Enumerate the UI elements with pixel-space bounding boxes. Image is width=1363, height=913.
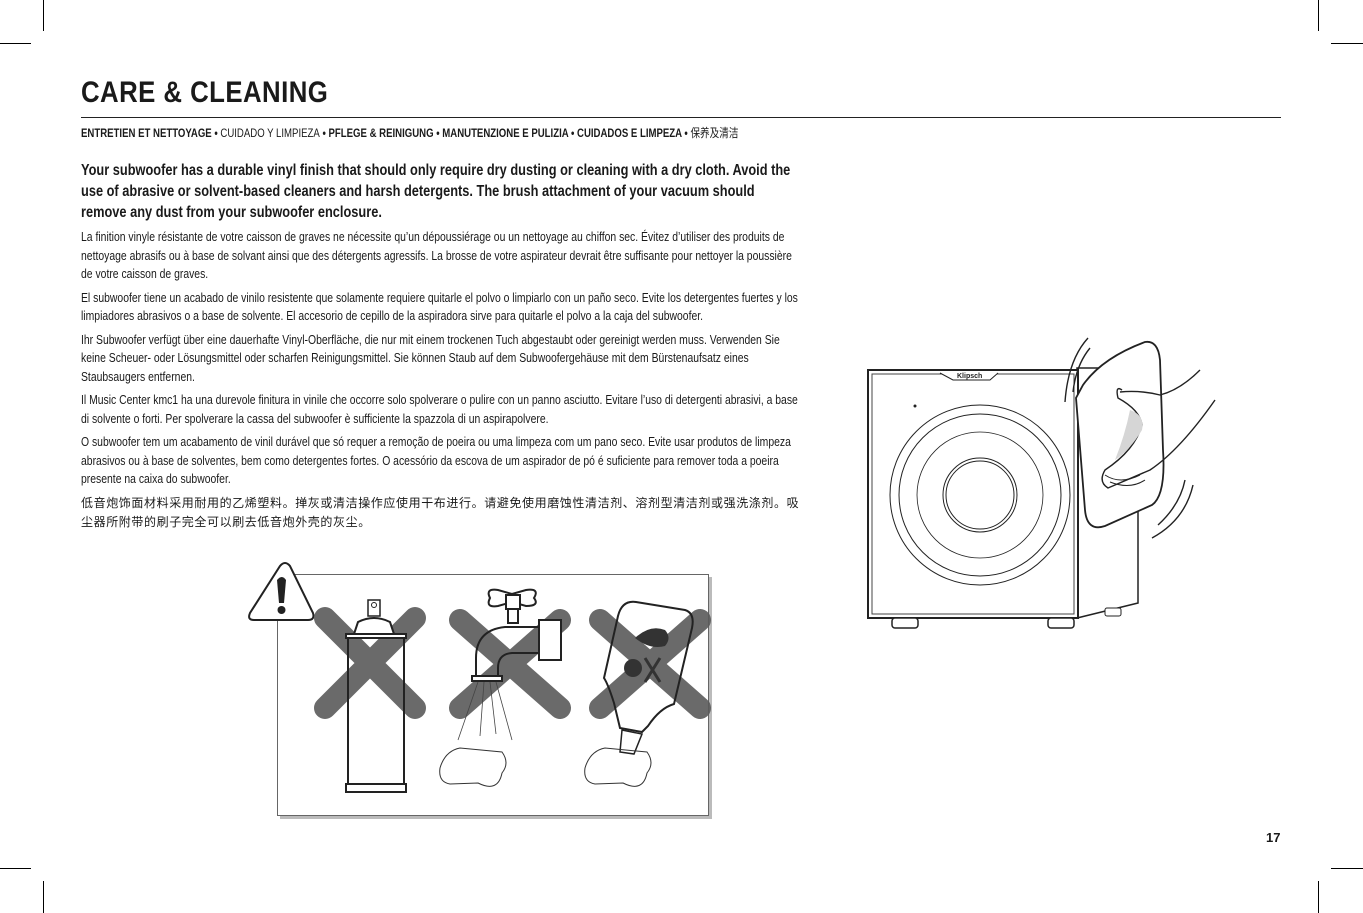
page-title: CARE & CLEANING <box>81 76 329 109</box>
subtitle-zh: 保养及清洁 <box>690 126 739 140</box>
crop-mark <box>43 881 44 913</box>
crop-mark <box>1331 43 1363 44</box>
paragraph-it: Il Music Center kmc1 ha una durevole fin… <box>81 392 798 426</box>
bullet: • <box>211 126 221 140</box>
bullet: • <box>568 126 578 140</box>
paragraph-es: El subwoofer tiene un acabado de vinilo … <box>81 289 798 324</box>
paragraph-fr: La finition vinyle résistante de votre c… <box>81 229 792 281</box>
subtitle-fr: ENTRETIEN ET NETTOYAGE <box>81 126 212 140</box>
spray-can-crossed-icon <box>314 599 426 793</box>
title-rule <box>81 117 1281 118</box>
bullet: • <box>319 126 329 140</box>
crop-mark <box>1318 0 1319 31</box>
warning-triangle-icon <box>248 562 315 621</box>
subtitle-de: PFLEGE & REINIGUNG <box>328 126 434 140</box>
paragraph-pt: O subwoofer tem um acabamento de vinil d… <box>81 434 791 486</box>
warning-illustration <box>248 562 711 793</box>
chemical-bottle-crossed-icon <box>584 600 711 787</box>
crop-mark <box>1318 881 1319 913</box>
body-text: Your subwoofer has a durable vinyl finis… <box>81 160 801 537</box>
crop-mark <box>43 0 44 31</box>
paragraph-zh: 低音炮饰面材料采用耐用的乙烯塑料。掸灰或清洁操作应使用干布进行。请避免使用磨蚀性… <box>81 495 800 529</box>
crop-mark <box>1331 868 1363 869</box>
page-number: 17 <box>1266 830 1281 845</box>
brand-label: Klipsch <box>957 373 982 380</box>
crop-mark <box>0 43 31 44</box>
subtitle-translations: ENTRETIEN ET NETTOYAGE • CUIDADO Y LIMPI… <box>81 124 738 141</box>
crop-mark <box>0 868 31 869</box>
subtitle-it: MANUTENZIONE E PULIZIA <box>442 126 569 140</box>
subtitle-es: CUIDADO Y LIMPIEZA <box>220 126 320 140</box>
paragraph-de: Ihr Subwoofer verfügt über eine dauerhaf… <box>81 331 780 384</box>
subwoofer-cleaning-illustration: Klipsch <box>867 337 1216 629</box>
water-faucet-crossed-icon <box>439 588 571 787</box>
lead-paragraph-en: Your subwoofer has a durable vinyl finis… <box>81 162 791 221</box>
bullet: • <box>681 126 691 140</box>
hand-wiping-icon <box>1064 337 1216 539</box>
bullet: • <box>433 126 443 140</box>
subtitle-pt: CUIDADOS E LIMPEZA <box>577 126 682 140</box>
